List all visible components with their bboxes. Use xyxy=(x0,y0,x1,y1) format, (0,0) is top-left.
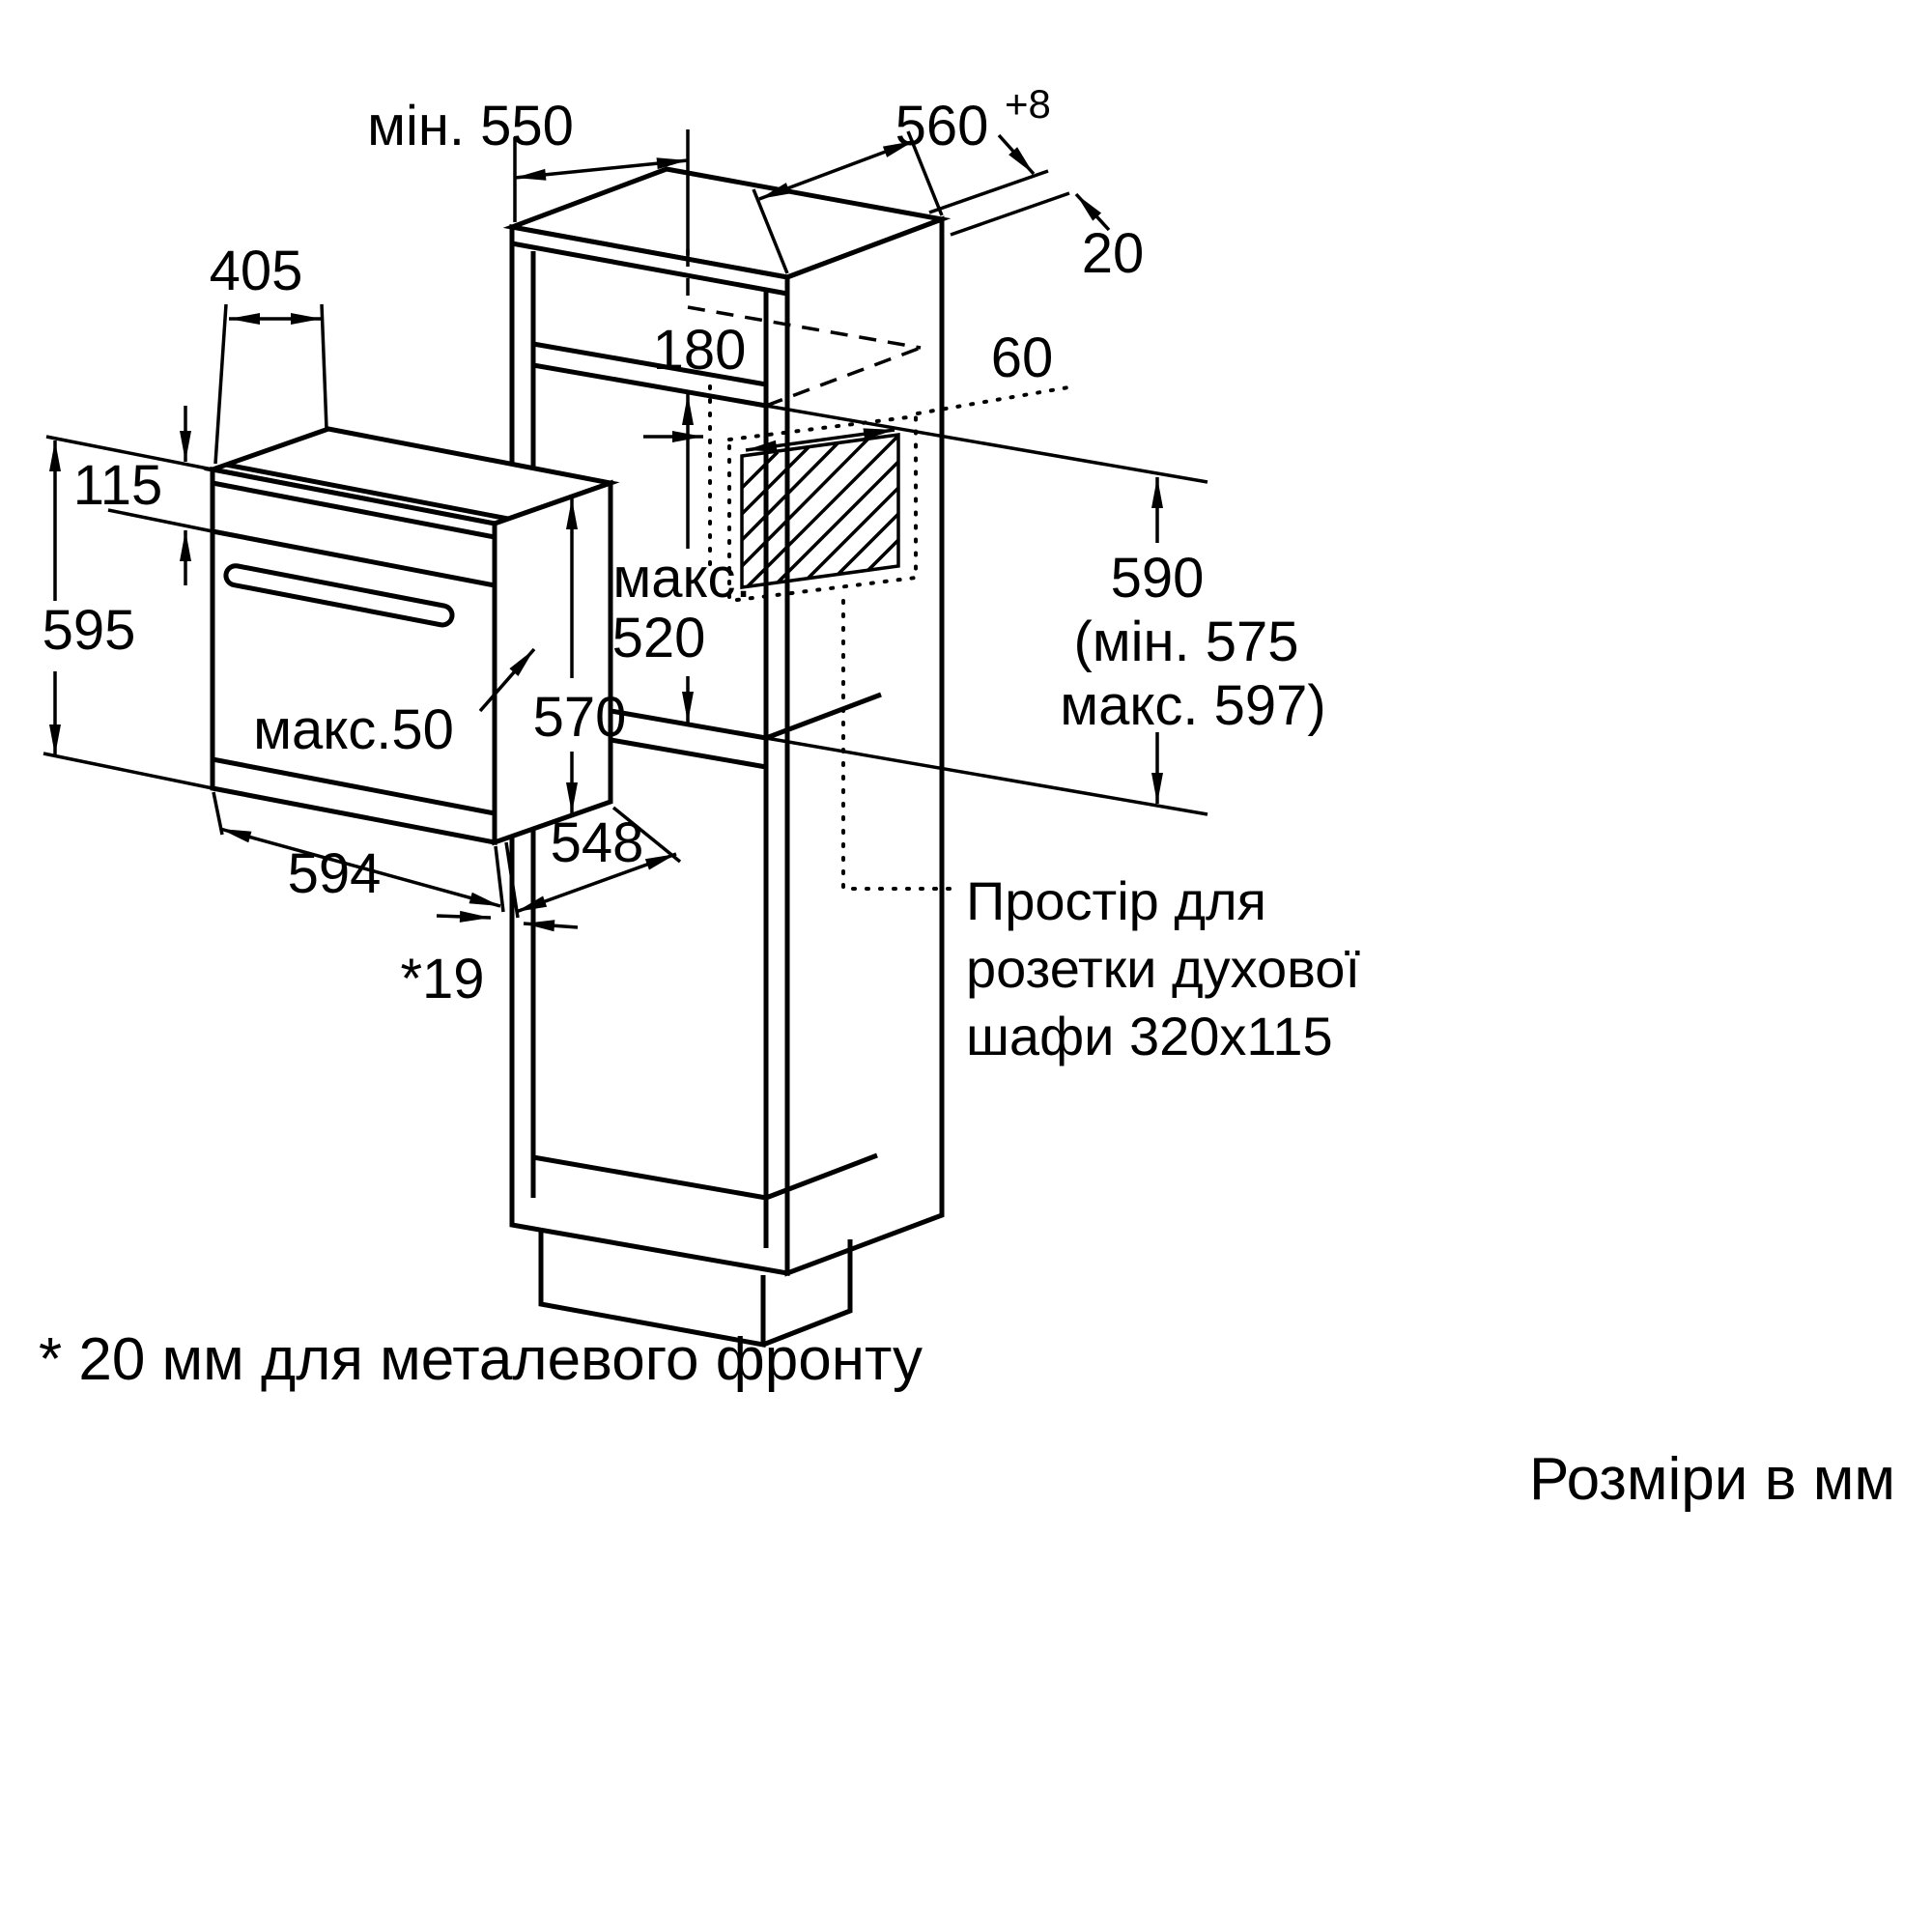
dim-115-595 xyxy=(43,406,213,790)
shelf-front-top-edge xyxy=(532,341,767,387)
cabinet-floor-side-edge xyxy=(765,1152,878,1201)
dim-594-label: 594 xyxy=(288,842,382,905)
dim-20-label: 20 xyxy=(1082,222,1145,285)
dim-19 xyxy=(436,910,579,932)
dim-maks-label: макс. xyxy=(612,547,751,610)
oven-drawing xyxy=(203,426,620,846)
units-label: Розміри в мм xyxy=(1529,1446,1895,1513)
socket-note-line3: шафи 320x115 xyxy=(966,1006,1333,1066)
plinth-side xyxy=(762,1239,853,1348)
dim-560 xyxy=(752,130,944,274)
socket-leader-dotted xyxy=(841,599,960,891)
socket-width-arrow xyxy=(745,428,895,452)
dim-405 xyxy=(213,303,328,465)
dim-maks-50-label: макс.50 xyxy=(253,698,454,761)
cabinet-floor-front-edge xyxy=(532,1154,767,1201)
dim-595-label: 595 xyxy=(43,599,136,662)
dim-590-label: 590 xyxy=(1111,547,1205,610)
dim-594 xyxy=(212,791,505,913)
socket-dotted-outline xyxy=(727,413,918,604)
dim-548 xyxy=(504,806,682,919)
dim-560-tolerance-label: +8 xyxy=(1005,81,1051,127)
oven-side-face xyxy=(492,479,613,846)
socket-space xyxy=(708,384,1076,891)
niche-floor-side-edge xyxy=(765,692,882,741)
shelf-hidden-back-edge xyxy=(687,305,922,350)
cabinet-top-panel-edge xyxy=(511,241,788,297)
oven-panel-bottom-line xyxy=(212,528,496,588)
footnote-label: * 20 мм для металевого фронту xyxy=(39,1326,923,1393)
dim-20 xyxy=(928,133,1111,237)
dim-560-label: 560 xyxy=(895,95,989,157)
oven-door-bottom-line xyxy=(212,756,496,816)
dim-60-label: 60 xyxy=(991,327,1054,389)
dim-548-label: 548 xyxy=(551,811,644,874)
dim-570-label: 570 xyxy=(533,686,627,749)
socket-note-line1: Простір для xyxy=(966,870,1266,931)
dim-min-550-label: мін. 550 xyxy=(367,95,574,157)
dim-19-label: *19 xyxy=(400,948,484,1010)
dim-405-label: 405 xyxy=(210,240,303,302)
dim-maks-50 xyxy=(478,647,536,713)
dim-590-max-label: макс. 597) xyxy=(1060,674,1325,737)
dim-60-dotted-line xyxy=(916,384,1076,415)
dim-180-label: 180 xyxy=(653,319,747,382)
dim-115-label: 115 xyxy=(73,454,162,517)
oven-handle xyxy=(223,563,455,628)
dim-590-min-label: (мін. 575 xyxy=(1073,611,1298,673)
shelf-front-bottom-edge xyxy=(532,362,767,409)
oven-frame-top-edge xyxy=(225,462,509,522)
dim-590 xyxy=(765,404,1208,816)
plinth-front xyxy=(538,1230,766,1348)
socket-note-line2: розетки духової xyxy=(966,938,1360,999)
dim-min-550 xyxy=(513,129,690,255)
dim-520-label: 520 xyxy=(612,607,706,669)
oven-panel-top-line xyxy=(212,480,496,540)
socket-hatch-lines xyxy=(740,434,900,588)
